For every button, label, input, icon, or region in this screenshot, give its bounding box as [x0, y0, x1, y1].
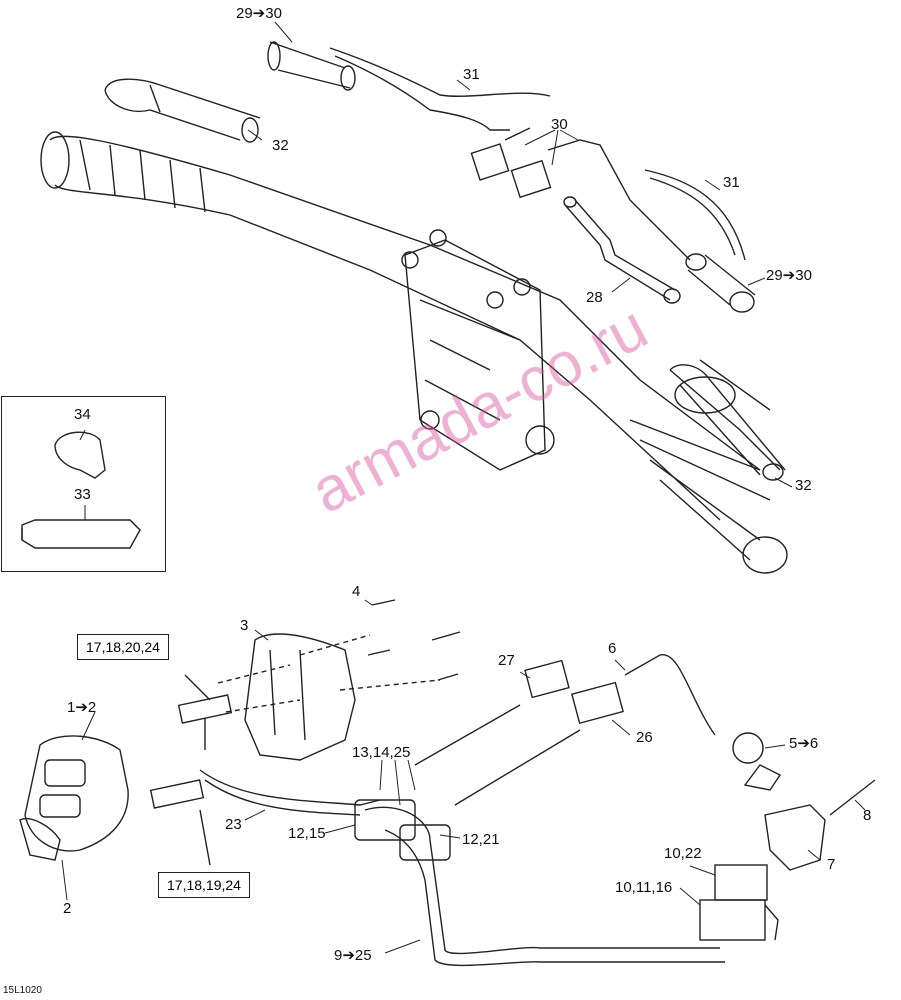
screws-4	[217, 599, 461, 713]
wire-31-top	[329, 47, 551, 131]
handlebar-riser	[401, 229, 555, 471]
label-6: 6	[608, 640, 617, 657]
switch-assembly	[19, 735, 129, 861]
label-10-22: 10,22	[664, 845, 702, 862]
relay-connectors	[699, 864, 779, 941]
label-27: 27	[498, 652, 515, 669]
label-28: 28	[586, 289, 603, 306]
label-30: 30	[551, 116, 568, 133]
main-harness	[354, 799, 725, 967]
label-13-14-25: 13,14,25	[352, 744, 411, 761]
label-10-11-16: 10,11,16	[615, 879, 673, 896]
handlebar	[40, 131, 788, 574]
label-9-25: 9➔25	[334, 947, 372, 964]
label-5-6: 5➔6	[789, 735, 819, 752]
label-4: 4	[352, 583, 361, 600]
label-31-top: 31	[463, 66, 480, 83]
label-23: 23	[225, 816, 242, 833]
label-33: 33	[74, 486, 91, 503]
connectors-30	[470, 127, 691, 261]
label-1-2: 1➔2	[67, 699, 97, 716]
switch-housing-3	[244, 633, 356, 761]
connector-top	[177, 694, 233, 750]
tube-28	[563, 196, 681, 304]
inset-box	[1, 396, 166, 572]
label-31-right: 31	[723, 174, 740, 191]
grip-sleeve-top	[104, 78, 261, 143]
label-32-right: 32	[795, 477, 812, 494]
connectors-26-27	[414, 659, 624, 806]
label-12-21: 12,21	[462, 831, 500, 848]
label-3: 3	[240, 617, 249, 634]
grip-sleeve-right	[669, 364, 786, 481]
label-12-15: 12,15	[288, 825, 326, 842]
harness-23	[199, 769, 381, 816]
heating-element-top	[267, 41, 356, 91]
connector-bottom	[149, 674, 211, 866]
callout-box-bottom: 17,18,19,24	[158, 872, 250, 898]
diagram-code: 15L1020	[3, 985, 42, 996]
wire-31-right	[644, 169, 746, 261]
label-8: 8	[863, 807, 872, 824]
callout-box-top: 17,18,20,24	[77, 634, 169, 660]
heating-element-right	[685, 253, 756, 313]
inset-parts	[21, 431, 141, 549]
guard-7	[764, 779, 876, 871]
label-32-top: 32	[272, 137, 289, 154]
label-29-30-top: 29➔30	[236, 5, 282, 22]
leader-lines	[61, 21, 866, 954]
label-2: 2	[63, 900, 72, 917]
label-29-30-right: 29➔30	[766, 267, 812, 284]
label-26: 26	[636, 729, 653, 746]
label-7: 7	[827, 856, 836, 873]
label-34: 34	[74, 406, 91, 423]
sensor-wire	[624, 654, 782, 791]
